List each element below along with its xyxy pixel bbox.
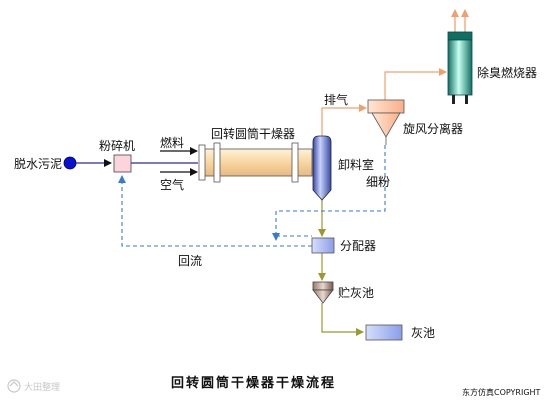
discharge-room [312,135,332,201]
distributor-box [311,237,335,254]
exhaust-label: 排气 [324,92,348,107]
crusher-label: 粉碎机 [99,138,135,153]
fines-label: 细粉 [366,175,390,189]
discharge-label: 卸料室 [338,157,374,172]
watermark-logo: 大田整理 [7,379,60,393]
diagram-title: 回转圆筒干燥器干燥流程 [171,375,336,391]
dryer-label: 回转圆筒干燥器 [211,126,295,141]
ash-bin-label: 贮灰池 [338,285,374,300]
air-label: 空气 [160,177,184,192]
ash-pool-box [365,324,403,341]
cyclone-separator [367,99,405,145]
fines-line [272,145,386,241]
distributor-label: 分配器 [340,239,376,253]
ash-pool-label: 灰池 [411,326,435,340]
deodorizing-burner [447,31,473,104]
sludge-label: 脱水污泥 [14,156,62,171]
fuel-label: 燃料 [160,135,184,150]
cyclone-to-deodorizer-line [384,68,447,100]
return-label: 回流 [178,254,202,268]
deodorizer-label: 除臭燃烧器 [477,65,537,80]
cyclone-label: 旋风分离器 [403,121,463,136]
ash-storage-bin [312,281,334,304]
sludge-feed-dot [63,156,77,170]
exhaust-line [321,104,367,140]
watermark-text: 大田整理 [24,381,60,393]
ashbin-to-ashpool-line [321,303,364,336]
recycle-line [118,175,312,247]
rotary-dryer [198,142,313,183]
copyright-text: 东方仿真COPYRIGHT [462,387,541,397]
crusher-box [113,154,132,173]
